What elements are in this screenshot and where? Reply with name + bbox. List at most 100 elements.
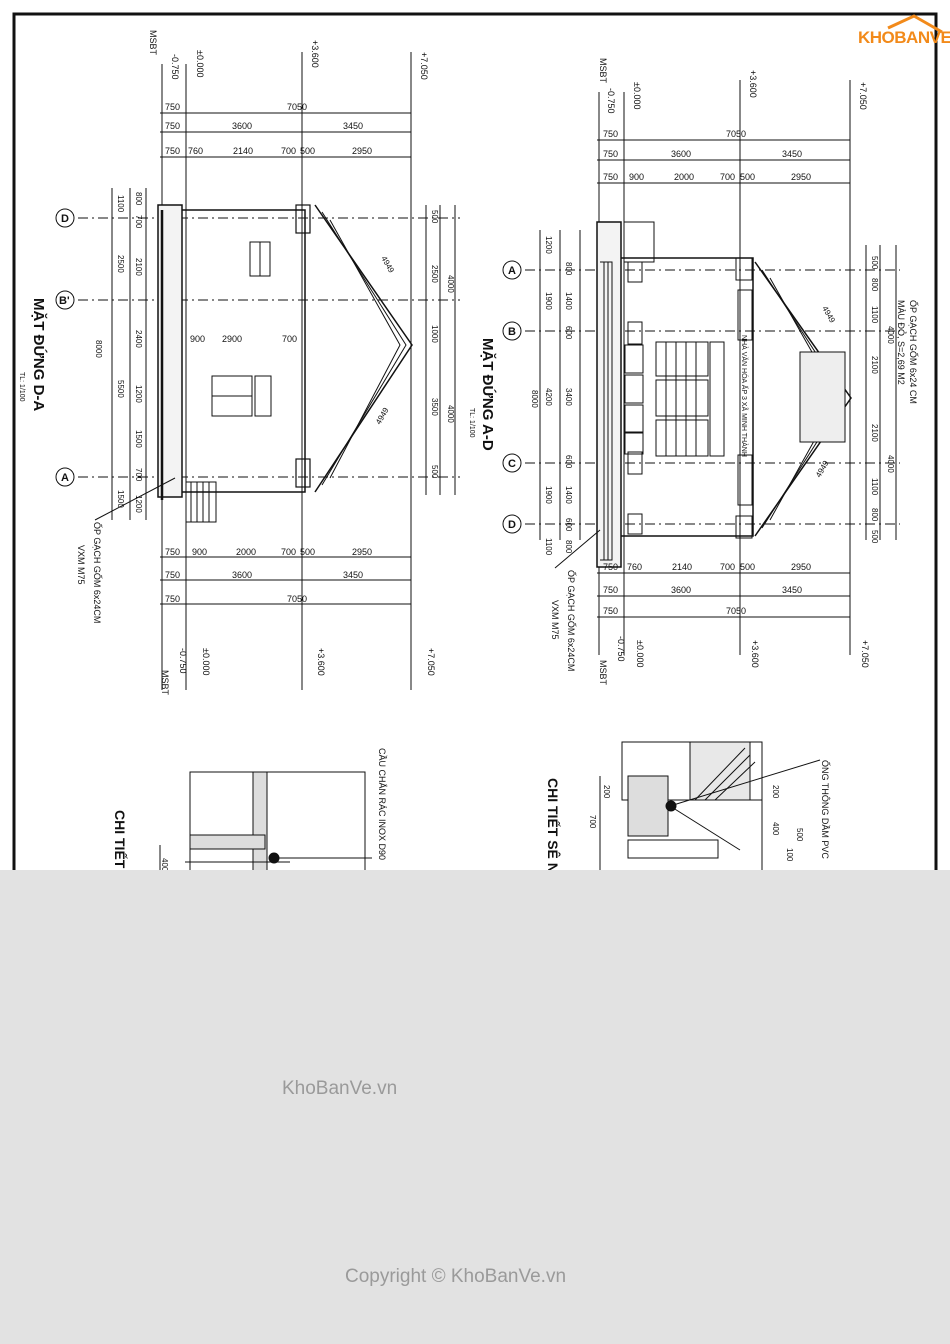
- axis-label-a: A: [61, 472, 69, 484]
- right-note-top-line2: MÀU ĐỎ, S=2,69 M2: [896, 300, 907, 385]
- left-roof-len-top: 4949: [379, 255, 396, 275]
- right-vdim-8: 600: [564, 326, 573, 340]
- left-vdim-5: 800: [134, 192, 143, 206]
- left-vdim-12: 1200: [134, 495, 143, 513]
- right-vdim-18: 2100: [870, 424, 879, 442]
- left-level-0000-top: ±0.000: [195, 50, 205, 77]
- right-vdim-13: 600: [564, 518, 573, 532]
- right-dim-b1-3: 700: [720, 562, 735, 572]
- right-dim-r2-1: 3600: [671, 149, 691, 159]
- detail-left-callout: CẦU CHẮN RÁC INOX D90: [377, 748, 387, 860]
- right-vdim-17: 2100: [870, 356, 879, 374]
- detail-right: [599, 741, 821, 870]
- right-dim-r3-1: 900: [629, 172, 644, 182]
- left-level-msbt-top: MSBT: [148, 30, 158, 56]
- left-dim-r3-3: 700: [281, 146, 296, 156]
- right-roof-len-bottom: 4949: [814, 459, 831, 479]
- left-window-dim-0: 900: [190, 334, 205, 344]
- left-vdim-0: 1100: [116, 195, 125, 213]
- right-level-3600-bottom: +3.600: [750, 640, 760, 668]
- right-dim-r2-2: 3450: [782, 149, 802, 159]
- left-vdim-17: 3500: [430, 398, 439, 416]
- left-note-line1: ỐP GẠCH GỐM 6x24CM: [92, 522, 103, 623]
- sheet-border: [12, 12, 938, 870]
- right-vdim-20: 800: [870, 508, 879, 522]
- left-dim-r3-1: 760: [188, 146, 203, 156]
- right-dim-b1-1: 760: [627, 562, 642, 572]
- khobanve-logo[interactable]: KHOBANVE: [848, 14, 950, 54]
- drawing-sheet: D B' A MẶT ĐỨNG D-A TL: 1/100 MSBT -0.75…: [12, 12, 950, 870]
- left-dim-r1-1: 7050: [287, 102, 307, 112]
- left-dim-b1-3: 700: [281, 547, 296, 557]
- left-vdim-2: 5500: [116, 380, 125, 398]
- left-vdim-15: 2500: [430, 265, 439, 283]
- left-dim-r1-0: 750: [165, 102, 180, 112]
- right-dim-b1-2: 2140: [672, 562, 692, 572]
- right-vdim-10: 600: [564, 455, 573, 469]
- right-level-msbt-top: MSBT: [598, 58, 608, 84]
- detail-right-dim-2: 200: [771, 785, 780, 799]
- axis-label-b-prime: B': [59, 295, 70, 307]
- right-dim-r3-3: 700: [720, 172, 735, 182]
- right-level-0000-top: ±0.000: [632, 82, 642, 109]
- detail-right-dim-0: 200: [602, 785, 611, 799]
- axis-bubble-a-right: [502, 260, 522, 280]
- detail-right-dim-4: 100: [785, 848, 794, 862]
- left-level-3600-bottom: +3.600: [316, 648, 326, 676]
- left-vdim-4: 8000: [94, 340, 103, 358]
- right-dim-b3-1: 7050: [726, 606, 746, 616]
- right-elevation: [525, 80, 900, 655]
- axis-bubble-b-right: [502, 321, 522, 341]
- left-window-dim-2: 700: [282, 334, 297, 344]
- left-dim-b3-0: 750: [165, 594, 180, 604]
- left-vdim-1: 2500: [116, 255, 125, 273]
- right-note-line2: VXM M75: [550, 600, 560, 640]
- left-vdim-19: 4000: [446, 405, 455, 423]
- left-dim-r3-4: 500: [300, 146, 315, 156]
- right-vdim-15: 800: [870, 278, 879, 292]
- axis-bubble-c-right: [502, 453, 522, 473]
- left-dim-b1-4: 500: [300, 547, 315, 557]
- detail-right-dim-1: 700: [588, 815, 597, 829]
- right-level-m0750-top: -0.750: [606, 88, 616, 114]
- left-dim-r3-0: 750: [165, 146, 180, 156]
- right-dim-r3-2: 2000: [674, 172, 694, 182]
- right-level-3600-top: +3.600: [748, 70, 758, 98]
- right-dim-b2-0: 750: [603, 585, 618, 595]
- right-vdim-4: 1100: [544, 538, 553, 556]
- right-dim-b3-0: 750: [603, 606, 618, 616]
- left-vdim-10: 1500: [134, 430, 143, 448]
- left-vdim-13: 500: [430, 210, 439, 224]
- right-vdim-9: 3400: [564, 388, 573, 406]
- right-vdim-16: 1100: [870, 306, 879, 324]
- left-dim-b1-1: 900: [192, 547, 207, 557]
- right-vdim-1: 1900: [544, 292, 553, 310]
- left-note-line2: VXM M75: [76, 545, 86, 585]
- left-level-3600-top: +3.600: [310, 40, 320, 68]
- left-dim-r2-2: 3450: [343, 121, 363, 131]
- detail-right-title: CHI TIẾT SÊ N: [545, 778, 562, 870]
- left-window-dim-1: 2900: [222, 334, 242, 344]
- left-vdim-6: 700: [134, 215, 143, 229]
- left-vdim-7: 2100: [134, 258, 143, 276]
- left-elevation-title: MẶT ĐỨNG D-A: [30, 298, 48, 411]
- logo-text: KHOBANVE: [858, 28, 950, 47]
- right-dim-r3-4: 500: [740, 172, 755, 182]
- detail-left-dim: 400: [160, 858, 169, 870]
- right-elevation-title: MẶT ĐỨNG A-D: [479, 338, 497, 451]
- facade-sign: NHÀ VĂN HÓA ẤP 3 XÃ MINH THÀNH: [740, 335, 750, 457]
- right-dim-b2-1: 3600: [671, 585, 691, 595]
- left-roof-len-bottom: 4949: [374, 406, 391, 426]
- right-elevation-scale: TL: 1/100: [468, 408, 475, 438]
- left-vdim-11: 700: [134, 468, 143, 482]
- right-note-top-line1: ỐP GẠCH GỐM 6x24 CM: [908, 300, 919, 404]
- left-vdim-8: 2400: [134, 330, 143, 348]
- left-level-m0750-top: -0.750: [170, 54, 180, 80]
- axis-bubble-a: [55, 467, 75, 487]
- right-roof-len-top: 4949: [820, 305, 837, 325]
- grey-panel: [0, 870, 950, 1344]
- right-dim-r3-0: 750: [603, 172, 618, 182]
- left-dim-r2-1: 3600: [232, 121, 252, 131]
- axis-bubble-d-right: [502, 514, 522, 534]
- right-vdim-12: 800: [564, 540, 573, 554]
